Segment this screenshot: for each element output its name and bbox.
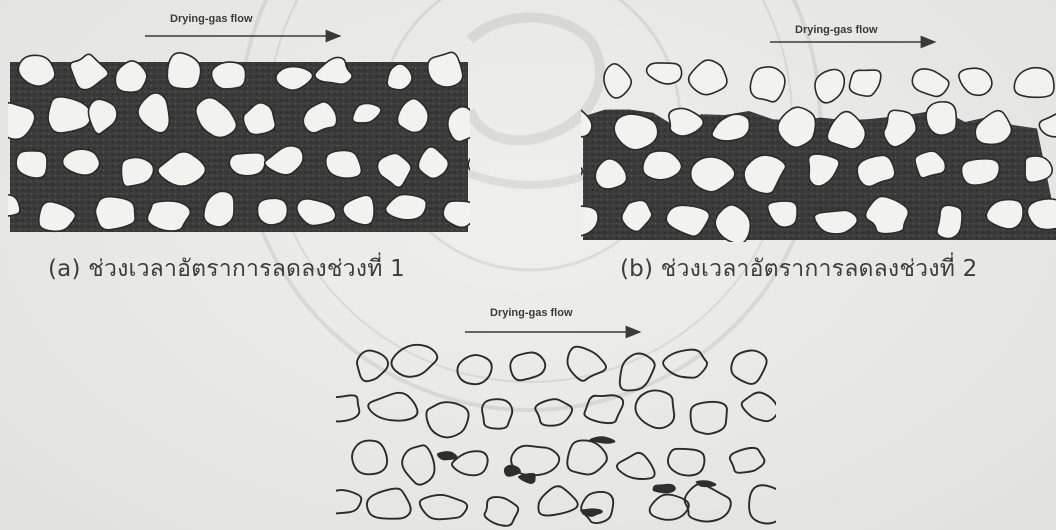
particle xyxy=(730,448,764,473)
particle xyxy=(604,64,631,98)
particle xyxy=(368,393,417,421)
particle xyxy=(510,352,545,380)
particle xyxy=(452,451,488,475)
particle xyxy=(229,153,265,176)
particle xyxy=(315,395,360,421)
particle xyxy=(402,445,434,484)
particle xyxy=(668,449,704,476)
liquid-pocket xyxy=(653,484,676,494)
particle xyxy=(391,345,437,377)
panel-b-caption: (b) ช่วงเวลาอัตราการลดลงช่วงที่ 2 xyxy=(620,251,977,287)
particle xyxy=(95,197,135,230)
panel-c-flow-label: Drying-gas flow xyxy=(490,307,573,319)
panel-a-gas-flow-arrow: Drying-gas flow xyxy=(145,13,340,36)
panel-b-gas-flow-arrow: Drying-gas flow xyxy=(770,24,935,42)
particle xyxy=(167,53,200,89)
particle xyxy=(691,402,727,434)
particle xyxy=(685,484,731,522)
particle xyxy=(827,112,865,149)
particle xyxy=(617,453,655,479)
particle xyxy=(482,399,512,429)
particle xyxy=(538,486,577,515)
particle xyxy=(257,198,287,225)
panel-b-flow-label: Drying-gas flow xyxy=(795,24,878,36)
panel-a-flow-label: Drying-gas flow xyxy=(170,13,253,25)
liquid-pocket xyxy=(580,508,603,516)
particle xyxy=(926,102,956,135)
liquid-pocket xyxy=(696,480,717,487)
particle xyxy=(635,390,674,428)
particle xyxy=(650,495,689,520)
particle xyxy=(457,355,491,384)
particle xyxy=(647,63,682,84)
particle xyxy=(352,441,387,475)
particle xyxy=(428,52,463,87)
particle xyxy=(937,205,962,238)
particle xyxy=(1014,68,1054,98)
panel-a-caption: (a) ช่วงเวลาอัตราการลดลงช่วงที่ 1 xyxy=(48,251,405,287)
liquid-pocket xyxy=(518,473,536,484)
particle xyxy=(315,57,352,84)
particle xyxy=(750,67,785,102)
particle xyxy=(535,399,572,425)
liquid-pocket xyxy=(437,451,458,460)
liquid-pocket xyxy=(504,465,521,477)
particle xyxy=(912,69,949,97)
panel-c-gas-flow-arrow: Drying-gas flow xyxy=(465,307,640,332)
particle xyxy=(815,69,844,102)
particle xyxy=(367,489,411,519)
particle xyxy=(1025,156,1052,182)
particle xyxy=(849,70,880,96)
particle xyxy=(581,492,613,523)
particle xyxy=(326,150,362,178)
panel-b-particle-bed xyxy=(548,60,1056,244)
particle xyxy=(420,495,467,519)
particle xyxy=(320,490,361,514)
particle xyxy=(426,402,468,437)
particle xyxy=(567,440,607,474)
particle xyxy=(552,206,599,237)
particle xyxy=(484,497,518,526)
particle xyxy=(742,393,778,422)
particle xyxy=(975,111,1011,145)
particle xyxy=(689,60,727,95)
particle xyxy=(731,350,766,383)
panel-a-particle-bed xyxy=(0,52,505,232)
particle xyxy=(1039,112,1056,137)
particle xyxy=(211,62,245,89)
particle xyxy=(959,68,992,95)
particle xyxy=(749,485,786,523)
